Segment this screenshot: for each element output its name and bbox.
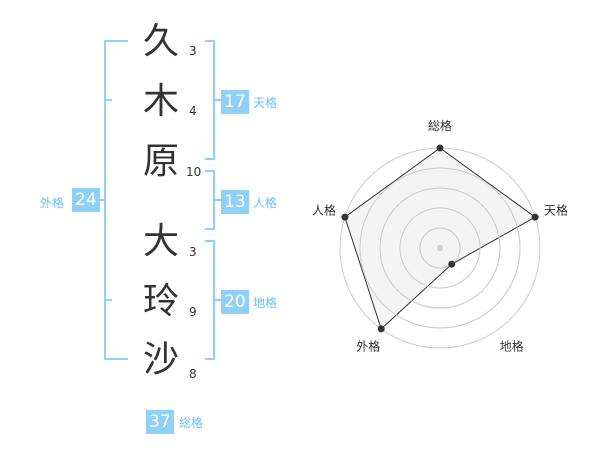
radar-axis-label-5: 人格 [312, 202, 336, 217]
gaikaku-value: 24 [72, 188, 100, 212]
radar-grid-ring-inner [419, 227, 461, 269]
tenkaku-value: 17 [221, 90, 249, 114]
radar-axis-label-2: 天格 [544, 202, 568, 217]
chikaku-value: 20 [221, 290, 249, 314]
tenkaku-bracket-connector [213, 99, 221, 101]
given-strokes-2: 9 [189, 305, 197, 319]
radar-axis-label-4: 外格 [356, 339, 380, 354]
jinkaku-value: 13 [221, 190, 249, 214]
surname-strokes-1: 3 [189, 44, 197, 58]
gaikaku-bracket-tick-bottom [104, 299, 112, 301]
surname-char-2: 木 [142, 81, 179, 122]
radar-series-area [344, 147, 537, 330]
gaikaku-bracket-tick-top [104, 99, 112, 101]
radar-grid-ring-inner [359, 167, 521, 329]
radar-point-2 [531, 213, 539, 221]
chikaku-bracket-connector [213, 299, 221, 301]
chikaku-label: 地格 [253, 296, 278, 310]
gaikaku-label: 外格 [40, 196, 65, 210]
surname-char-3: 原 [142, 141, 179, 182]
given-char-1: 大 [142, 221, 179, 262]
gaikaku-bracket [104, 40, 128, 360]
tenkaku-label: 天格 [253, 96, 278, 110]
given-char-3: 沙 [142, 339, 179, 380]
radar-grid-ring-inner [379, 187, 501, 309]
surname-char-1: 久 [142, 21, 179, 62]
gaikaku-bracket-connector [97, 199, 105, 201]
given-char-2: 玲 [142, 281, 179, 322]
radar-center-dot [437, 245, 443, 251]
radar-point-5 [341, 213, 349, 221]
radar-grid-ring-inner [399, 207, 481, 289]
surname-strokes-2: 4 [189, 104, 197, 118]
radar-axis-label-3: 地格 [500, 339, 524, 354]
given-strokes-3: 8 [189, 367, 197, 381]
soukaku-label: 総格 [179, 416, 204, 430]
radar-point-1 [436, 144, 444, 152]
given-strokes-1: 3 [189, 245, 197, 259]
radar-point-3 [448, 260, 456, 268]
soukaku-value: 37 [146, 410, 174, 434]
radar-point-4 [377, 325, 385, 333]
surname-strokes-3: 10 [186, 165, 202, 179]
jinkaku-label: 人格 [253, 196, 278, 210]
jinkaku-bracket-connector [213, 199, 221, 201]
radar-axis-label-1: 総格 [428, 118, 452, 133]
